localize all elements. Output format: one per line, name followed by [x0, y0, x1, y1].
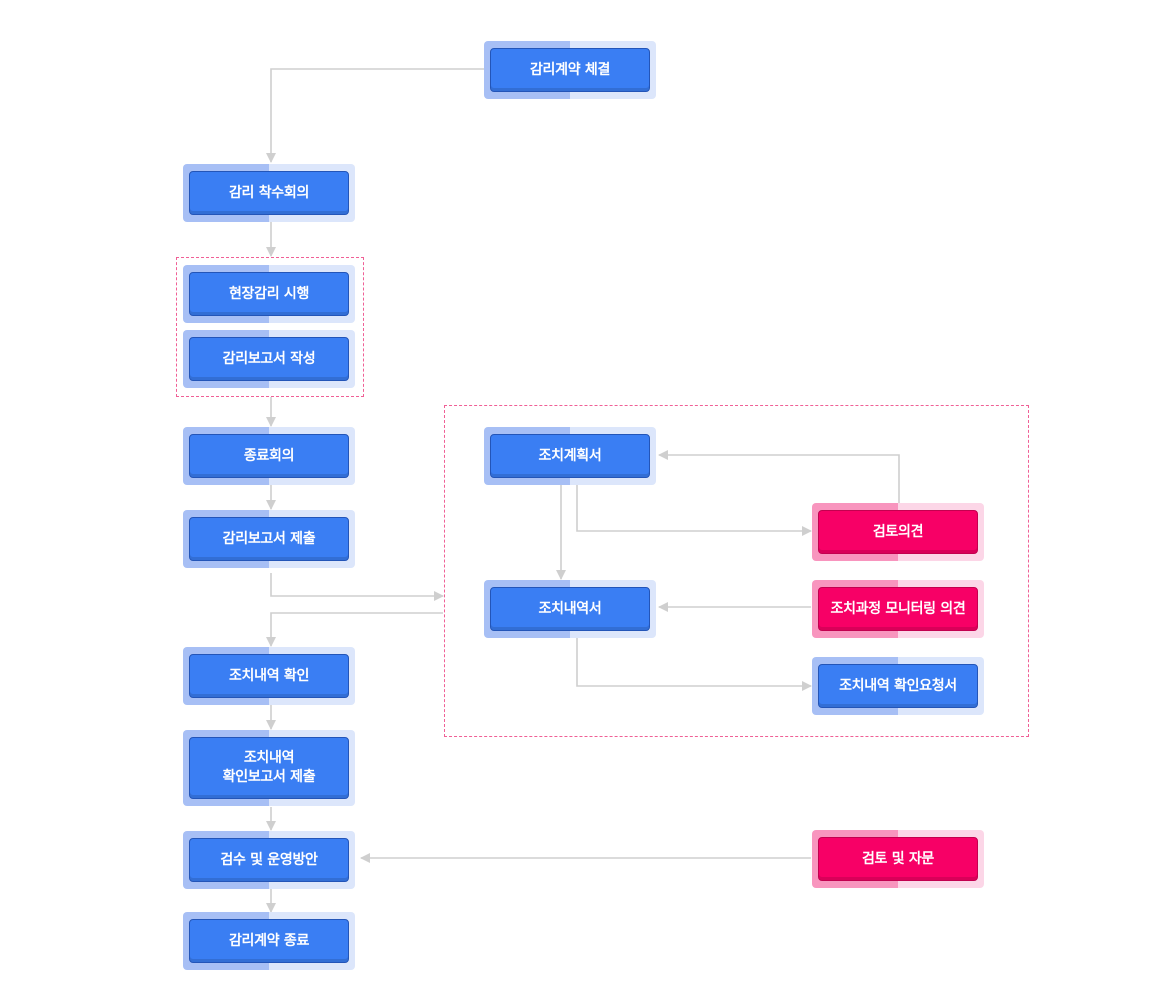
connector-group-to-confirm [266, 612, 443, 647]
node-label: 감리 착수회의 [189, 171, 349, 215]
node-label: 종료회의 [189, 434, 349, 478]
node-label: 감리보고서 작성 [189, 337, 349, 381]
node-review-advice: 검토 및 자문 [812, 830, 984, 888]
node-kickoff-meeting: 감리 착수회의 [183, 164, 355, 222]
node-report-writing: 감리보고서 작성 [183, 330, 355, 388]
node-contract-end: 감리계약 종료 [183, 912, 355, 970]
node-review-opinion: 검토의견 [812, 503, 984, 561]
node-label: 조치내역 확인요청서 [818, 664, 978, 708]
connector-plan-to-review [576, 485, 812, 536]
onsite-group-frame [176, 257, 364, 397]
node-monitoring-opinion: 조치과정 모니터링 의견 [812, 580, 984, 638]
node-contract-signing: 감리계약 체결 [484, 41, 656, 99]
node-label: 검토 및 자문 [818, 837, 978, 881]
node-action-confirm: 조치내역 확인 [183, 647, 355, 705]
node-action-plan: 조치계획서 [484, 427, 656, 485]
node-label: 조치내역 확인 [189, 654, 349, 698]
node-label: 감리계약 종료 [189, 919, 349, 963]
node-label: 현장감리 시행 [189, 272, 349, 316]
connector-details-to-request [576, 638, 812, 691]
connector-submission-to-group [270, 573, 444, 601]
node-label: 검토의견 [818, 510, 978, 554]
node-label: 감리계약 체결 [490, 48, 650, 92]
node-label: 감리보고서 제출 [189, 517, 349, 561]
action-group-frame [444, 405, 1029, 737]
node-onsite-supervision: 현장감리 시행 [183, 265, 355, 323]
connector-contract-to-kickoff [266, 68, 485, 163]
node-report-submission: 감리보고서 제출 [183, 510, 355, 568]
connector-review-to-plan [658, 450, 900, 503]
node-confirm-request: 조치내역 확인요청서 [812, 657, 984, 715]
node-label: 조치내역서 [490, 587, 650, 631]
node-label: 조치과정 모니터링 의견 [818, 587, 978, 631]
node-closing-meeting: 종료회의 [183, 427, 355, 485]
node-label: 조치계획서 [490, 434, 650, 478]
node-label: 검수 및 운영방안 [189, 838, 349, 882]
node-label: 조치내역 확인보고서 제출 [189, 737, 349, 799]
node-inspection-plan: 검수 및 운영방안 [183, 831, 355, 889]
node-action-details: 조치내역서 [484, 580, 656, 638]
node-action-report-submission: 조치내역 확인보고서 제출 [183, 730, 355, 806]
